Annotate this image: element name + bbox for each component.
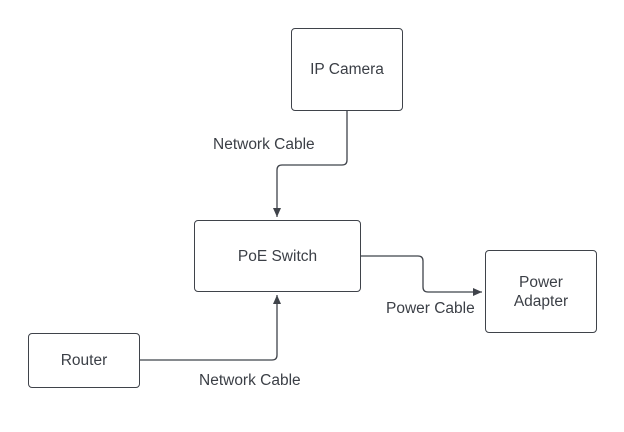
router-label: Router	[60, 352, 108, 369]
power-adapter-label-line-1: Power	[519, 273, 563, 291]
ip-camera-label: IP Camera	[310, 61, 384, 78]
power-adapter-label-line-2: Adapter	[513, 292, 569, 310]
power-cable-label: Power Cable	[386, 300, 475, 317]
poe-switch-node[interactable]: PoE Switch	[194, 220, 361, 292]
ip-camera-node[interactable]: IP Camera	[291, 28, 403, 111]
power-adapter-label: Power Adapter	[514, 273, 568, 311]
connector-router-to-switch	[140, 295, 281, 361]
camera-network-cable-label: Network Cable	[213, 136, 315, 153]
poe-switch-label: PoE Switch	[237, 247, 318, 265]
connector-camera-to-switch	[273, 111, 348, 217]
router-network-cable-label: Network Cable	[199, 372, 301, 389]
connector-switch-to-adapter	[361, 255, 482, 296]
router-node[interactable]: Router	[28, 333, 140, 388]
power-adapter-node[interactable]: Power Adapter	[485, 250, 597, 333]
